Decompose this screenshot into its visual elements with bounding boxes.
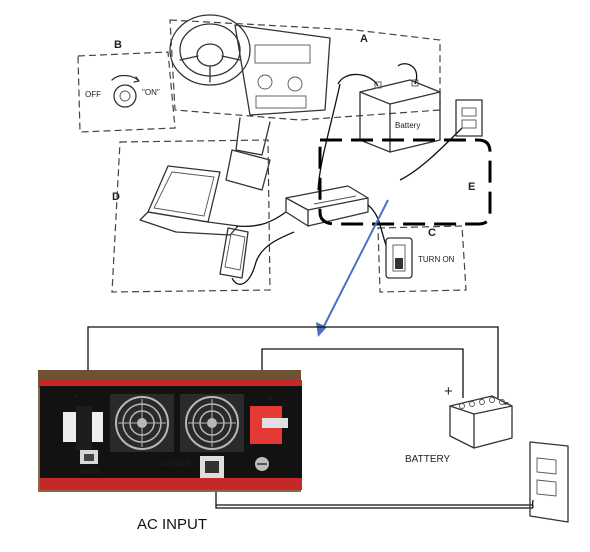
wall-outlet-bottom xyxy=(529,441,569,523)
negative-terminal-icon: - xyxy=(63,388,103,450)
positive-terminal-icon: + xyxy=(250,391,288,444)
inverter-sketch xyxy=(285,185,369,227)
ignition-key-icon xyxy=(111,74,140,108)
power-switch-icon xyxy=(385,237,413,279)
battery-sketch-bottom: + - xyxy=(444,383,513,449)
label-a: A xyxy=(360,33,368,45)
car-setup-sketch: A Battery xyxy=(77,14,492,293)
fan-left-icon xyxy=(110,394,174,452)
ac-input-caption: AC INPUT xyxy=(137,516,208,533)
battery-label: BATTERY xyxy=(405,454,451,465)
label-on: "ON" xyxy=(142,88,160,97)
battery-plus-label: + xyxy=(444,383,453,400)
label-off: OFF xyxy=(85,90,101,99)
phone-sketch xyxy=(219,227,249,279)
region-c-box xyxy=(377,225,467,293)
svg-text:+: + xyxy=(266,391,274,406)
region-e-box xyxy=(318,138,492,226)
connection-arrow xyxy=(316,199,389,337)
region-a-box xyxy=(169,19,441,121)
wall-outlet-top xyxy=(399,99,483,181)
laptop-sketch xyxy=(139,165,239,236)
label-turn-on: TURN ON xyxy=(418,255,455,264)
fan-right-icon xyxy=(180,394,244,452)
svg-text:-: - xyxy=(74,388,78,403)
region-b-box xyxy=(77,51,176,133)
steering-wheel xyxy=(169,14,251,86)
ground-screw-icon xyxy=(255,457,269,471)
label-d: D xyxy=(112,191,120,203)
label-b: B xyxy=(114,39,122,51)
ac-input-socket-icon xyxy=(200,456,224,478)
label-e: E xyxy=(468,181,475,193)
inverter-photo: - + SHUNT xyxy=(38,370,302,492)
shunt-label: SHUNT xyxy=(80,470,101,476)
region-d-box xyxy=(111,139,271,293)
battery-top-label: Battery xyxy=(395,121,420,130)
label-c: C xyxy=(428,227,436,239)
ac-input-panel-label: AC INPUT xyxy=(162,462,190,468)
shunt-port-icon xyxy=(80,450,98,464)
battery-minus-label: - xyxy=(503,392,509,412)
dashboard-console xyxy=(225,24,331,191)
